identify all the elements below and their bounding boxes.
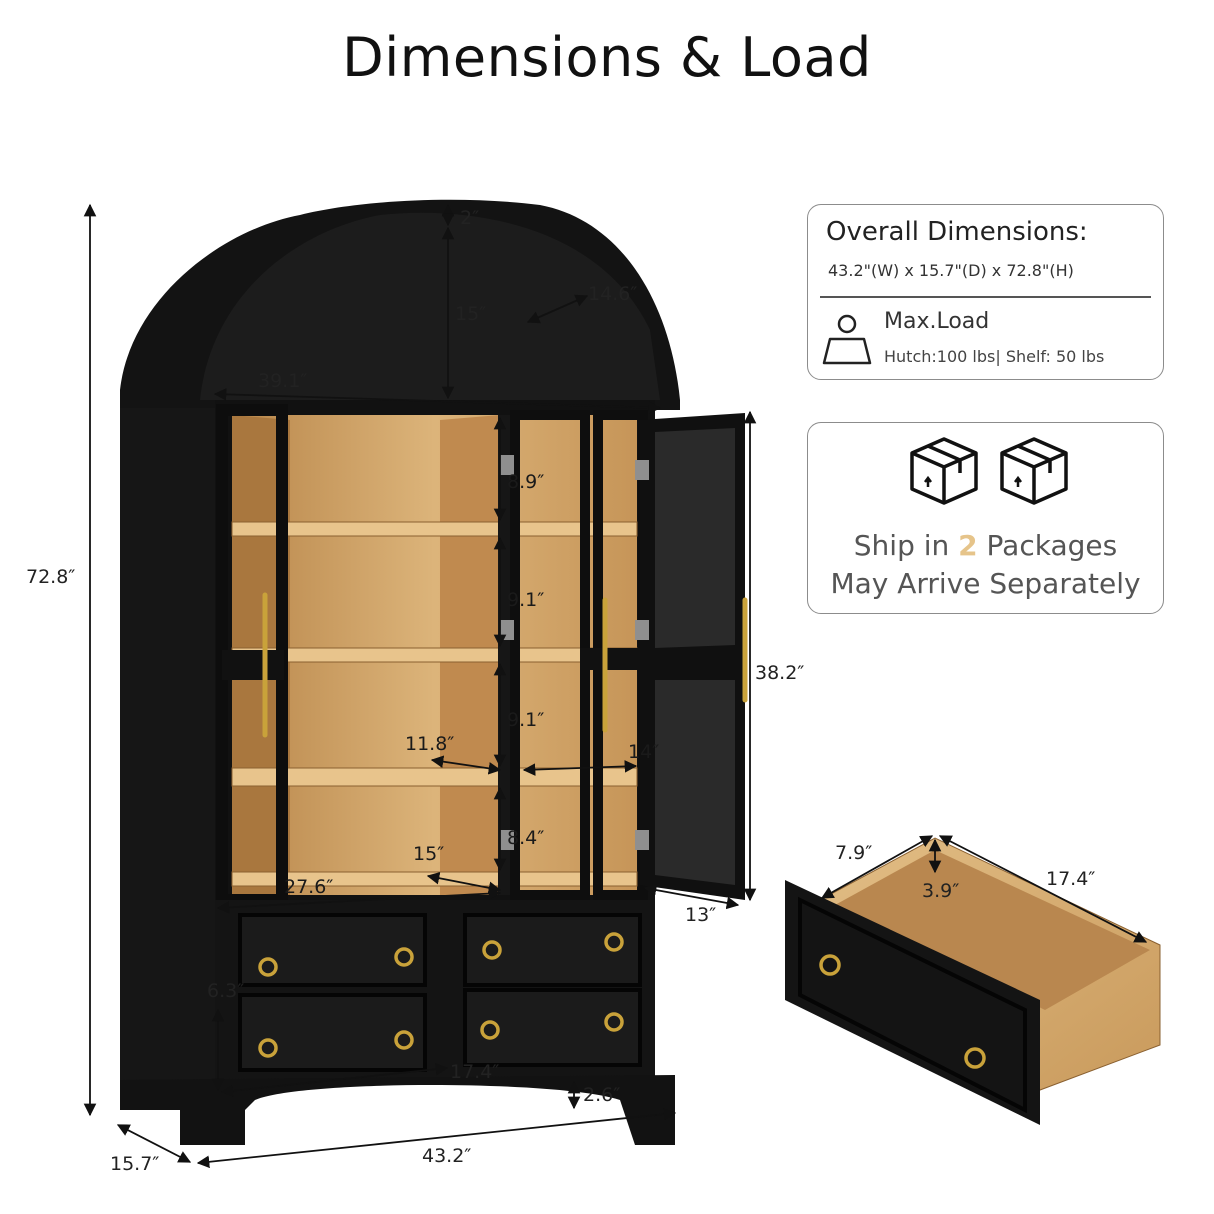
ship-suffix: Packages — [977, 529, 1118, 562]
package-box-icon — [910, 437, 978, 505]
dim-shelf-width-right: 14″ — [628, 741, 659, 763]
dim-shelf-gap-2: 9.1″ — [507, 589, 544, 611]
ship-packages-line: Ship in 2 Packages — [808, 529, 1163, 562]
dim-drawer-width: 17.4″ — [450, 1061, 499, 1083]
package-box-icon — [1000, 437, 1068, 505]
divider — [820, 296, 1151, 298]
drawer-pull-front-right — [964, 1047, 986, 1069]
dim-door-depth: 13″ — [685, 904, 716, 926]
dim-bottom-depth: 15″ — [413, 843, 444, 865]
dim-overall-width: 43.2″ — [422, 1145, 471, 1167]
page-title: Dimensions & Load — [342, 26, 872, 89]
dim-shelf-gap-4: 8.4″ — [507, 827, 544, 849]
dim-drawer-inner-height: 3.9″ — [922, 880, 959, 902]
dim-arch-width: 39.1″ — [258, 370, 307, 392]
weight-icon — [822, 314, 872, 365]
overall-dimensions-value: 43.2"(W) x 15.7"(D) x 72.8"(H) — [828, 261, 1074, 280]
ship-count: 2 — [958, 529, 978, 562]
shelves — [231, 521, 638, 887]
cabinet-side — [120, 408, 220, 1108]
drawer-front — [785, 880, 1040, 1125]
dim-inner-width: 27.6″ — [284, 876, 333, 898]
overall-dimensions-heading: Overall Dimensions: — [826, 217, 1088, 247]
max-load-detail: Hutch:100 lbs| Shelf: 50 lbs — [884, 347, 1105, 366]
shipping-card: Ship in 2 Packages May Arrive Separately — [807, 422, 1164, 614]
dim-arch-height: 15″ — [455, 303, 486, 325]
dim-shelf-depth-left: 11.8″ — [405, 733, 454, 755]
dim-overall-depth: 15.7″ — [110, 1153, 159, 1175]
dim-overall-height: 72.8″ — [26, 566, 75, 588]
dim-shelf-gap-3: 9.1″ — [507, 709, 544, 731]
dim-drawer-height: 6.3″ — [207, 980, 244, 1002]
dim-arch-depth: 14.6″ — [588, 283, 637, 305]
ship-prefix: Ship in — [853, 529, 959, 562]
dim-arch-top: 2″ — [460, 207, 479, 229]
max-load-label: Max.Load — [884, 309, 990, 334]
overall-dimensions-card: Overall Dimensions: 43.2"(W) x 15.7"(D) … — [807, 204, 1164, 380]
drawer-pulls — [258, 932, 624, 1058]
dim-base-clearance: 2.6″ — [583, 1084, 620, 1106]
dim-shelf-gap-1: 8.9″ — [507, 471, 544, 493]
arrive-separately-line: May Arrive Separately — [830, 567, 1141, 600]
dim-hutch-height: 38.2″ — [755, 662, 804, 684]
dim-drawer-length: 17.4″ — [1046, 868, 1095, 890]
drawer-pull-front-left — [819, 954, 841, 976]
dim-drawer-depth: 7.9″ — [835, 842, 872, 864]
